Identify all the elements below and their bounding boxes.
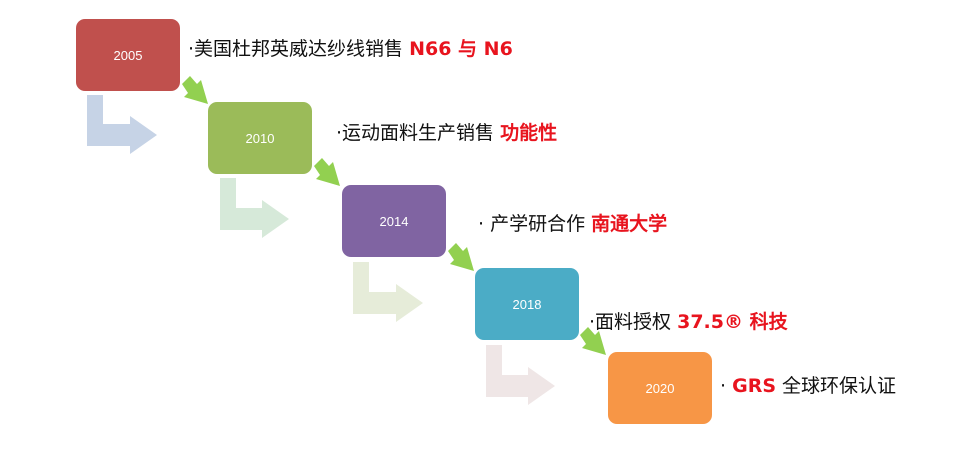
bent-arrow-1 [87,95,157,154]
desc-highlight: GRS [732,375,777,397]
desc-text: ·美国杜邦英威达纱线销售 [188,38,410,60]
desc-text: · [720,375,733,397]
year-box-2010: 2010 [208,102,312,174]
desc-text: ·面料授权 [589,311,678,333]
desc-highlight: 南通大学 [591,213,668,235]
milestone-desc-2014: · 产学研合作 南通大学 [478,215,667,234]
bent-arrow-3 [353,262,423,322]
bent-arrow-4 [486,345,555,405]
desc-highlight: N66 与 N6 [409,38,513,60]
year-label: 2020 [645,380,675,396]
desc-text: ·运动面料生产销售 [336,122,501,144]
year-box-2018: 2018 [475,268,579,340]
desc-text-suffix: 全球环保认证 [776,375,897,397]
year-label: 2018 [512,296,542,312]
year-box-2005: 2005 [76,19,180,91]
milestone-desc-2010: ·运动面料生产销售 功能性 [336,124,557,143]
desc-highlight: 功能性 [500,122,558,144]
milestone-desc-2005: ·美国杜邦英威达纱线销售 N66 与 N6 [188,40,513,59]
year-box-2020: 2020 [608,352,712,424]
year-label: 2014 [379,213,409,229]
year-label: 2005 [113,47,143,63]
step-arrow-2 [314,158,340,186]
milestone-desc-2020: · GRS 全球环保认证 [720,377,896,396]
desc-text: · 产学研合作 [478,213,592,235]
desc-highlight: 37.5® 科技 [677,311,788,333]
step-arrow-3 [448,243,474,271]
step-arrow-1 [182,76,208,104]
step-arrow-4 [580,327,606,355]
year-label: 2010 [245,130,275,146]
bent-arrow-2 [220,178,289,238]
milestone-desc-2018: ·面料授权 37.5® 科技 [589,313,788,332]
year-box-2014: 2014 [342,185,446,257]
